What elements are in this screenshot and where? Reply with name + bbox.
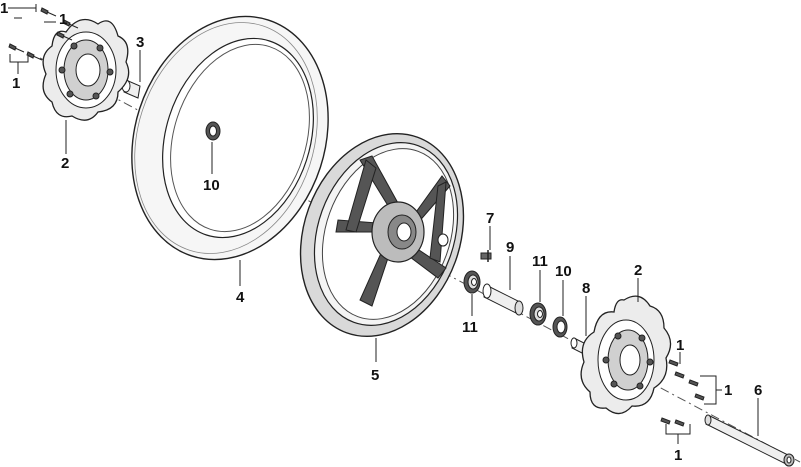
callout-1: 1 <box>674 447 682 464</box>
callout-9: 9 <box>506 239 514 256</box>
callout-labels: 1 1 1 2 3 10 4 7 9 11 10 8 11 5 2 1 1 6 … <box>0 0 762 464</box>
seal-part-10-left <box>205 121 221 141</box>
callout-2: 2 <box>634 262 642 279</box>
bearing-part-11-left <box>463 270 481 294</box>
callout-5: 5 <box>371 367 379 384</box>
collar-part-3 <box>121 79 141 99</box>
callout-1: 1 <box>0 0 8 17</box>
callout-1: 1 <box>724 382 732 399</box>
spacer-part-9 <box>482 283 524 316</box>
callout-10: 10 <box>555 263 572 280</box>
rim <box>299 132 465 338</box>
brake-disc-left <box>42 18 130 121</box>
callout-4: 4 <box>236 289 245 306</box>
callout-7: 7 <box>486 210 494 227</box>
callout-1: 1 <box>59 11 67 28</box>
seal-part-10-right <box>552 316 568 338</box>
callout-11: 11 <box>462 319 478 336</box>
callout-11: 11 <box>532 253 548 270</box>
callout-10: 10 <box>203 177 220 194</box>
bolts-part-1-left <box>8 7 79 61</box>
bearing-part-11-right <box>529 302 547 326</box>
axle-part-6 <box>704 414 795 467</box>
tire <box>131 15 329 261</box>
callout-1: 1 <box>676 337 684 354</box>
callout-2: 2 <box>61 155 69 172</box>
brake-disc-right <box>580 295 672 415</box>
callout-3: 3 <box>136 34 144 51</box>
callout-8: 8 <box>582 280 590 297</box>
valve-part-7 <box>480 250 492 262</box>
bolts-part-1-right <box>660 359 705 427</box>
callout-6: 6 <box>754 382 762 399</box>
axle-centerline <box>39 57 801 463</box>
leader-lines <box>8 4 759 444</box>
callout-1: 1 <box>12 75 20 92</box>
